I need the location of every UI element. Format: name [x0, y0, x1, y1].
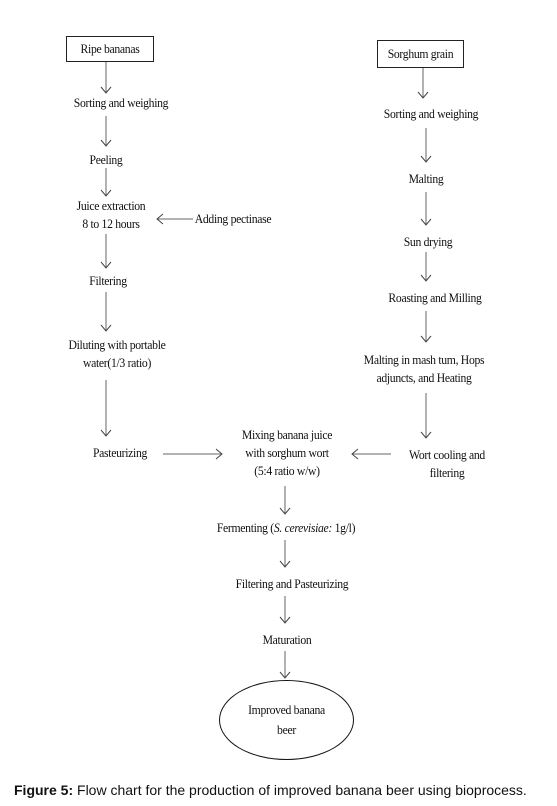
- sorghum-grain-label: Sorghum grain: [387, 46, 454, 61]
- fermenting-suffix: 1g/l): [332, 520, 356, 535]
- improved-banana-beer-label: Improved banana beer: [227, 700, 347, 740]
- sun-drying-step: Sun drying: [404, 233, 453, 251]
- maturation-step: Maturation: [263, 631, 312, 649]
- arrow-mixing-to-fermenting: [279, 486, 291, 515]
- diluting-step: Diluting with portable water(1/3 ratio): [68, 336, 165, 372]
- pasteurizing-label: Pasteurizing: [92, 445, 148, 460]
- figure-caption-text: Flow chart for the production of improve…: [73, 782, 527, 798]
- malting-step: Malting: [409, 170, 444, 188]
- maturation-label: Maturation: [262, 632, 312, 647]
- arrow-filtering-to-maturation: [279, 596, 291, 624]
- mixing-line1: Mixing banana juice: [241, 427, 333, 442]
- fermenting-prefix: Fermenting (: [216, 520, 274, 535]
- sorghum-grain-box: Sorghum grain: [377, 40, 464, 68]
- arrow-pasteurizing-to-mixing: [163, 448, 223, 460]
- arrow-fermenting-to-filtering: [279, 540, 291, 568]
- wort-cooling-line2: filtering: [429, 465, 465, 480]
- roasting-milling-step: Roasting and Milling: [388, 289, 481, 307]
- pasteurizing-step: Pasteurizing: [93, 444, 147, 462]
- arrow-juice-to-filtering: [100, 234, 112, 269]
- final-line1: Improved banana: [248, 702, 325, 717]
- ripe-bananas-box: Ripe bananas: [66, 36, 154, 62]
- sorghum-sorting-weighing: Sorting and weighing: [383, 105, 479, 123]
- arrow-mash-to-wort: [420, 393, 432, 439]
- banana-sorting-weighing: Sorting and weighing: [73, 94, 169, 112]
- juice-extraction-line2: 8 to 12 hours: [82, 216, 140, 231]
- wort-cooling-step: Wort cooling and filtering: [409, 446, 485, 482]
- fermenting-species: S. cerevisiae:: [273, 520, 333, 535]
- banana-filtering-label: Filtering: [89, 273, 127, 288]
- fermenting-step: Fermenting (S. cerevisiae: 1g/l): [216, 519, 356, 537]
- diluting-line2: water(1/3 ratio): [82, 355, 152, 370]
- mixing-line3: (5:4 ratio w/w): [254, 463, 320, 478]
- sorghum-sorting-label: Sorting and weighing: [383, 106, 479, 121]
- improved-banana-beer-ellipse: Improved banana beer: [219, 680, 354, 760]
- arrow-sundrying-to-roasting: [420, 252, 432, 282]
- juice-extraction-step: Juice extraction 8 to 12 hours: [77, 197, 146, 233]
- mash-tun-line1: Malting in mash tum, Hops: [363, 352, 485, 367]
- arrow-sorghum-to-sorting: [417, 68, 429, 99]
- banana-sorting-label: Sorting and weighing: [73, 95, 169, 110]
- adding-pectinase-step: Adding pectinase: [195, 210, 272, 228]
- filtering-pasteurizing-step: Filtering and Pasteurizing: [236, 575, 349, 593]
- arrow-roasting-to-mash: [420, 311, 432, 343]
- arrow-wort-to-mixing: [351, 448, 391, 460]
- adding-pectinase-label: Adding pectinase: [194, 211, 272, 226]
- final-line2: beer: [277, 722, 296, 737]
- roasting-milling-label: Roasting and Milling: [388, 290, 482, 305]
- arrow-ripe-to-sorting: [100, 62, 112, 94]
- mixing-line2: with sorghum wort: [245, 445, 329, 460]
- arrow-diluting-to-pasteurizing: [100, 380, 112, 437]
- arrow-sorting-to-peeling: [100, 116, 112, 147]
- peeling-step: Peeling: [90, 151, 123, 169]
- arrow-malting-to-sundrying: [420, 192, 432, 226]
- arrow-maturation-to-final: [279, 651, 291, 679]
- arrow-pectinase-to-juice: [156, 213, 193, 225]
- arrow-peeling-to-juice: [100, 168, 112, 197]
- ripe-bananas-label: Ripe bananas: [80, 41, 140, 56]
- figure-caption: Figure 5: Flow chart for the production …: [14, 781, 554, 799]
- malting-label: Malting: [408, 171, 444, 186]
- diluting-line1: Diluting with portable: [68, 337, 166, 352]
- filtering-pasteurizing-label: Filtering and Pasteurizing: [235, 576, 349, 591]
- juice-extraction-line1: Juice extraction: [76, 198, 146, 213]
- arrow-sorting-to-malting: [420, 128, 432, 163]
- sun-drying-label: Sun drying: [403, 234, 453, 249]
- mixing-step: Mixing banana juice with sorghum wort (5…: [241, 426, 333, 480]
- figure-label: Figure 5:: [14, 782, 74, 798]
- mash-tun-step: Malting in mash tum, Hops adjuncts, and …: [364, 351, 485, 387]
- arrow-filtering-to-diluting: [100, 292, 112, 332]
- mash-tun-line2: adjuncts, and Heating: [376, 370, 472, 385]
- wort-cooling-line1: Wort cooling and: [409, 447, 485, 462]
- banana-filtering-step: Filtering: [89, 272, 127, 290]
- peeling-label: Peeling: [89, 152, 123, 167]
